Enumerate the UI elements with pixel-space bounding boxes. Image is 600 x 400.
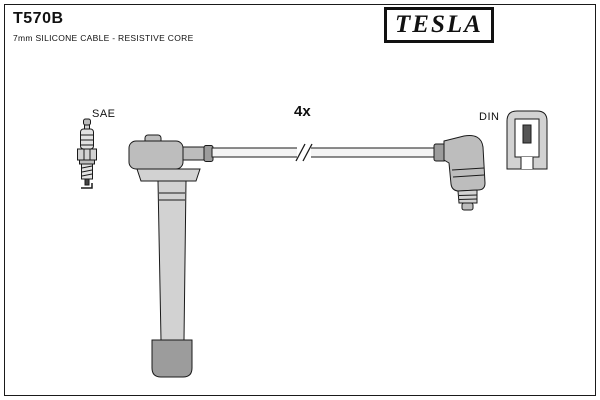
sae-label: SAE — [92, 108, 116, 120]
cable-break-gap — [297, 146, 311, 159]
brand-logo: TESLA — [384, 7, 494, 43]
product-description: 7mm SILICONE CABLE - RESISTIVE CORE — [13, 33, 194, 43]
din-cutaway-illustration — [506, 110, 548, 170]
part-number: T570B — [13, 10, 64, 27]
din-connector-illustration — [433, 135, 486, 211]
quantity-label: 4x — [294, 103, 311, 120]
din-label: DIN — [479, 111, 499, 123]
spark-plug-illustration — [77, 118, 97, 189]
cable-illustration — [211, 143, 437, 162]
cable-break-mark — [302, 143, 313, 162]
page-border — [4, 4, 596, 396]
coil-boot-illustration — [128, 134, 214, 378]
cable-break-mark — [295, 143, 306, 162]
